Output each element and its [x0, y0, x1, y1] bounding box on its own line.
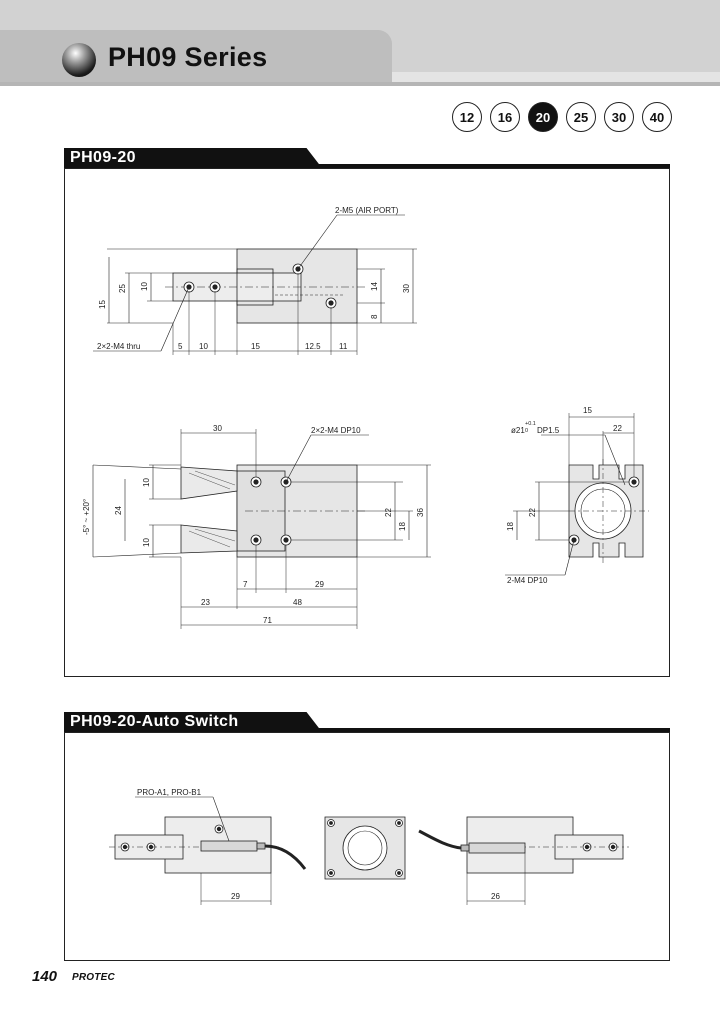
size-40-button[interactable]: 40 [642, 102, 672, 132]
section-header-tab [64, 712, 322, 732]
switch-dim-26: 26 [491, 892, 500, 901]
section-header-auto-switch: PH09-20-Auto Switch [64, 712, 670, 732]
dim-h-15: 15 [251, 342, 260, 351]
size-16-button[interactable]: 16 [490, 102, 520, 132]
section-header-tab [64, 148, 322, 168]
switch-dim-29: 29 [231, 892, 240, 901]
dimension-drawing: 2-M5 (AIR PORT) 2×2-M4 thru 15 25 10 14 … [82, 206, 649, 629]
section-title: PH09-20-Auto Switch [70, 713, 239, 730]
dim-bottom-23: 23 [201, 598, 210, 607]
bore-tol-upper: +0.1 [525, 421, 536, 427]
switch-label: PRO-A1, PRO-B1 [137, 788, 202, 797]
dimension-drawing-panel: 2-M5 (AIR PORT) 2×2-M4 thru 15 25 10 14 … [64, 168, 670, 677]
dim-v-14: 14 [370, 282, 379, 291]
dim-bottom-29: 29 [315, 580, 324, 589]
dim-top-30: 30 [213, 424, 222, 433]
dim-bottom-7: 7 [243, 580, 248, 589]
size-20-button[interactable]: 20 [528, 102, 558, 132]
dim-bottom-71: 71 [263, 616, 272, 625]
dim-left-10-top: 10 [142, 478, 151, 487]
size-25-button[interactable]: 25 [566, 102, 596, 132]
dim-h-10: 10 [199, 342, 208, 351]
size-12-button[interactable]: 12 [452, 102, 482, 132]
header-rule [0, 82, 720, 86]
side-dim-15: 15 [583, 406, 592, 415]
page-title: PH09 Series [108, 42, 268, 72]
dim-left-24: 24 [114, 506, 123, 515]
dim-v-10: 10 [140, 282, 149, 291]
header-background [0, 0, 720, 30]
size-30-button[interactable]: 30 [604, 102, 634, 132]
bore-tol-lower: 0 [525, 428, 528, 434]
sphere-icon [62, 43, 96, 77]
section-header-rule [304, 164, 670, 168]
section-header-rule [304, 728, 670, 732]
dim-h-12.5: 12.5 [305, 342, 321, 351]
dim-left-10-bottom: 10 [142, 538, 151, 547]
side-dim-18: 18 [506, 522, 515, 531]
auto-switch-panel: PRO-A1, PRO-B1 29 26 [64, 732, 670, 961]
dim-v-8: 8 [370, 314, 379, 319]
dim-h-5: 5 [178, 342, 183, 351]
dim-right-36: 36 [416, 508, 425, 517]
header-light-strip [392, 72, 720, 82]
dim-v-15: 15 [98, 300, 107, 309]
dim-v-25: 25 [118, 284, 127, 293]
side-m4-callout: 2-M4 DP10 [507, 576, 548, 585]
dim-bottom-48: 48 [293, 598, 302, 607]
page-number: 140 [32, 968, 58, 985]
side-dim-22: 22 [528, 508, 537, 517]
dim-right-18: 18 [398, 522, 407, 531]
bore-callout: ø21 [511, 426, 525, 435]
dim-right-22: 22 [384, 508, 393, 517]
angle-label: -5° ~ +20° [82, 499, 91, 535]
port-callout: 2-M5 (AIR PORT) [335, 206, 399, 215]
auto-switch-drawing: PRO-A1, PRO-B1 29 26 [109, 788, 629, 905]
bore-dp-callout: DP1.5 [537, 426, 560, 435]
section-header-dimensions: PH09-20 [64, 148, 670, 168]
side-dim-22-top: 22 [613, 424, 622, 433]
thru-callout: 2×2-M4 thru [97, 342, 140, 351]
dim-v-30: 30 [402, 284, 411, 293]
dp-callout: 2×2-M4 DP10 [311, 426, 361, 435]
dim-h-11: 11 [339, 342, 348, 351]
section-title: PH09-20 [70, 149, 136, 166]
size-selector: 12 16 20 25 30 40 [452, 102, 672, 132]
brand-name: PROTEC [72, 972, 115, 983]
